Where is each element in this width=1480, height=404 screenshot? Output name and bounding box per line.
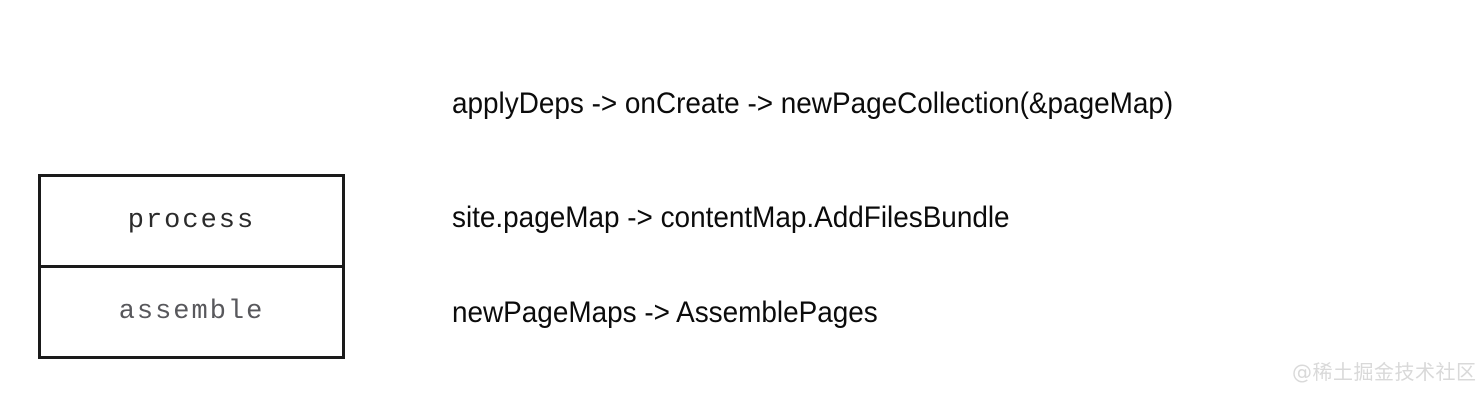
annotation-line-2: site.pageMap -> contentMap.AddFilesBundl… [452, 201, 1010, 234]
stage-label-process: process [127, 205, 256, 236]
annotation-line-1: applyDeps -> onCreate -> newPageCollecti… [452, 87, 1174, 120]
stage-cell-assemble: assemble [41, 265, 342, 356]
stage-cell-process: process [41, 177, 342, 265]
watermark: @稀土掘金技术社区 [1292, 360, 1477, 384]
annotation-list: applyDeps -> onCreate -> newPageCollecti… [452, 0, 1432, 404]
stage-label-assemble: assemble [118, 296, 265, 327]
stage-box: process assemble [38, 174, 345, 359]
annotation-line-3: newPageMaps -> AssemblePages [452, 296, 878, 329]
